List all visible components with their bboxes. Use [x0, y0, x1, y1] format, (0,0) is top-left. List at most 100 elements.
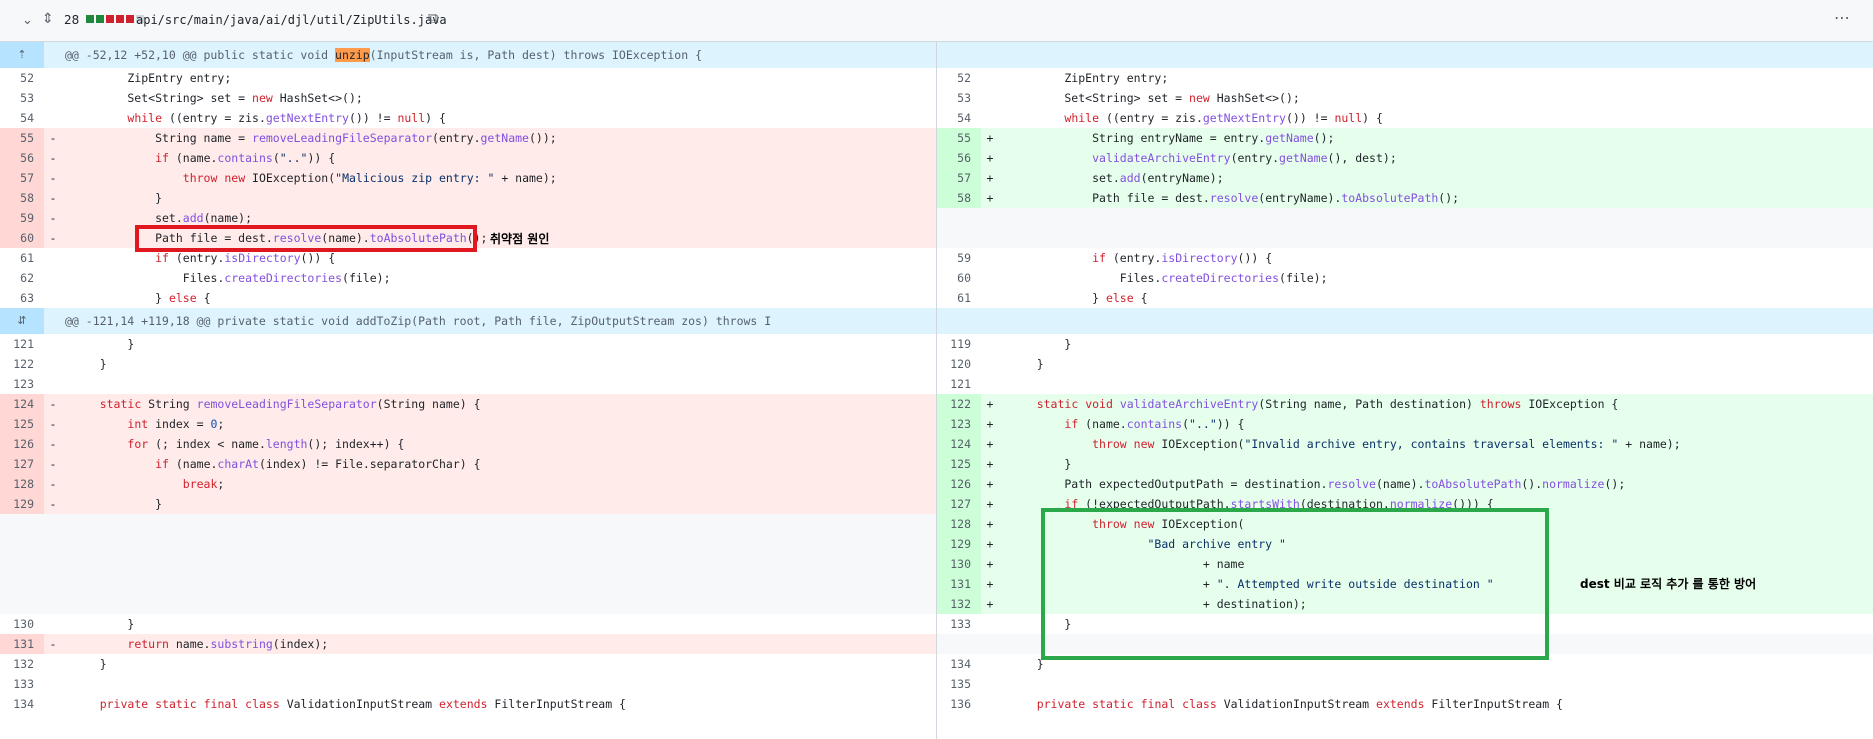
diff-sign: [981, 634, 999, 654]
line-number[interactable]: [937, 634, 981, 654]
line-number[interactable]: 60: [0, 228, 44, 248]
line-number[interactable]: 59: [937, 248, 981, 268]
code-line: static void validateArchiveEntry(String …: [999, 394, 1873, 414]
code-line: throw new IOException(: [999, 514, 1873, 534]
diff-sign: +: [981, 494, 999, 514]
line-number[interactable]: 132: [0, 654, 44, 674]
line-number[interactable]: 131: [0, 634, 44, 654]
line-number[interactable]: [937, 228, 981, 248]
diffstat-block: [86, 15, 94, 23]
line-number[interactable]: 136: [937, 694, 981, 714]
line-number[interactable]: [937, 208, 981, 228]
diff-sign: +: [981, 188, 999, 208]
line-number[interactable]: 61: [937, 288, 981, 308]
line-number[interactable]: 122: [0, 354, 44, 374]
code-line: }: [62, 654, 936, 674]
line-number[interactable]: 124: [937, 434, 981, 454]
line-number[interactable]: 120: [937, 354, 981, 374]
line-number[interactable]: 134: [937, 654, 981, 674]
line-number[interactable]: 54: [937, 108, 981, 128]
line-number[interactable]: 132: [937, 594, 981, 614]
code-line: [62, 594, 936, 614]
line-number[interactable]: 133: [0, 674, 44, 694]
line-number[interactable]: 129: [0, 494, 44, 514]
line-number[interactable]: 121: [0, 334, 44, 354]
line-number[interactable]: 127: [937, 494, 981, 514]
line-number[interactable]: 134: [0, 694, 44, 714]
line-number[interactable]: [0, 574, 44, 594]
line-number[interactable]: [0, 594, 44, 614]
code-line: String entryName = entry.getName();: [999, 128, 1873, 148]
line-number[interactable]: [0, 554, 44, 574]
line-number[interactable]: 130: [0, 614, 44, 634]
diff-row: 131+ + ". Attempted write outside destin…: [0, 574, 1873, 594]
line-number[interactable]: 133: [937, 614, 981, 634]
code-line: set.add(entryName);: [999, 168, 1873, 188]
code-line: "Bad archive entry ": [999, 534, 1873, 554]
line-number[interactable]: 58: [937, 188, 981, 208]
line-number[interactable]: 52: [0, 68, 44, 88]
line-number[interactable]: 59: [0, 208, 44, 228]
line-number[interactable]: 56: [937, 148, 981, 168]
line-number[interactable]: 58: [0, 188, 44, 208]
expand-hunk-icon[interactable]: ⇡: [0, 42, 44, 68]
file-path[interactable]: api/src/main/java/ai/djl/util/ZipUtils.j…: [136, 13, 447, 27]
diff-sign: -: [44, 474, 62, 494]
line-number[interactable]: [0, 514, 44, 534]
diff-sign: -: [44, 168, 62, 188]
diff-row: 127- if (name.charAt(index) != File.sepa…: [0, 454, 1873, 474]
line-number[interactable]: 128: [0, 474, 44, 494]
diff-row: 61 if (entry.isDirectory()) {59 if (entr…: [0, 248, 1873, 268]
diff-sign: [44, 694, 62, 714]
diff-row: 55- String name = removeLeadingFileSepar…: [0, 128, 1873, 148]
line-number[interactable]: 55: [0, 128, 44, 148]
line-number[interactable]: 135: [937, 674, 981, 694]
line-number[interactable]: 52: [937, 68, 981, 88]
line-number[interactable]: 131: [937, 574, 981, 594]
line-number[interactable]: 55: [937, 128, 981, 148]
line-number[interactable]: 56: [0, 148, 44, 168]
chevron-down-icon[interactable]: ⌄: [22, 13, 33, 28]
line-number[interactable]: 121: [937, 374, 981, 394]
line-number[interactable]: 128: [937, 514, 981, 534]
line-number[interactable]: 53: [0, 88, 44, 108]
line-number[interactable]: 129: [937, 534, 981, 554]
changes-count: 28: [64, 13, 80, 27]
line-number[interactable]: 57: [0, 168, 44, 188]
code-line: while ((entry = zis.getNextEntry()) != n…: [999, 108, 1873, 128]
line-number[interactable]: [0, 534, 44, 554]
code-line: if (entry.isDirectory()) {: [62, 248, 936, 268]
defense-highlight-box: [1041, 508, 1549, 660]
line-number[interactable]: 53: [937, 88, 981, 108]
expand-vertical-icon[interactable]: ⇕: [42, 11, 54, 27]
expand-hunk-icon[interactable]: ⇵: [0, 308, 44, 334]
line-number[interactable]: 57: [937, 168, 981, 188]
line-number[interactable]: 123: [937, 414, 981, 434]
line-number[interactable]: 130: [937, 554, 981, 574]
line-number[interactable]: 123: [0, 374, 44, 394]
hunk-text: @@ -52,12 +52,10 @@ public static void u…: [65, 48, 702, 62]
line-number[interactable]: 63: [0, 288, 44, 308]
line-number[interactable]: 127: [0, 454, 44, 474]
line-number[interactable]: 119: [937, 334, 981, 354]
copy-icon[interactable]: ⧉: [428, 9, 439, 27]
code-line: [62, 674, 936, 694]
defense-note: dest 비교 로직 추가 를 통한 방어: [1580, 577, 1757, 591]
diff-sign: [44, 354, 62, 374]
line-number[interactable]: 62: [0, 268, 44, 288]
diff-sign: -: [44, 228, 62, 248]
line-number[interactable]: 122: [937, 394, 981, 414]
line-number[interactable]: 125: [937, 454, 981, 474]
kebab-horizontal-icon[interactable]: ⋯: [1834, 8, 1851, 27]
line-number[interactable]: 60: [937, 268, 981, 288]
diff-sign: +: [981, 474, 999, 494]
line-number[interactable]: 125: [0, 414, 44, 434]
line-number[interactable]: 54: [0, 108, 44, 128]
diff-sign: [44, 88, 62, 108]
line-number[interactable]: 126: [937, 474, 981, 494]
line-number[interactable]: 126: [0, 434, 44, 454]
diff-sign: [981, 88, 999, 108]
line-number[interactable]: 61: [0, 248, 44, 268]
diff-row: 53 Set<String> set = new HashSet<>();53 …: [0, 88, 1873, 108]
line-number[interactable]: 124: [0, 394, 44, 414]
